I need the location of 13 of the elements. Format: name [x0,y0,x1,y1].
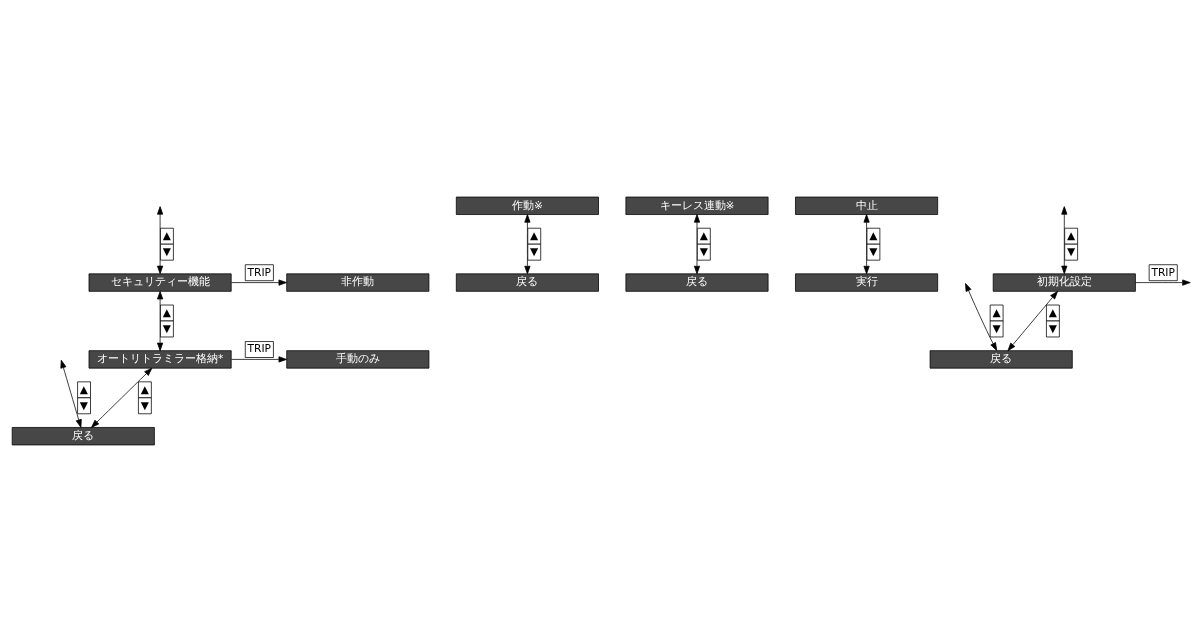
edge-label: ▲ ▼ [79,382,89,412]
edge-label: ▲ ▼ [1066,229,1076,258]
edge-label: ▲ ▼ [992,305,1001,335]
edge-label: ▲ ▼ [162,305,171,335]
edge-label: TRIP [247,342,271,356]
edge-label: ▲ ▼ [1048,305,1057,335]
edge-label: ▲ ▼ [869,229,878,258]
edge-label: TRIP [1151,265,1175,279]
edge-label: ▲ ▼ [162,229,171,258]
edge-label: ▲ ▼ [699,229,708,258]
edge-label: TRIP [247,265,271,279]
edge-label: ▲ ▼ [530,229,539,258]
edge-label: ▲ ▼ [140,382,149,412]
